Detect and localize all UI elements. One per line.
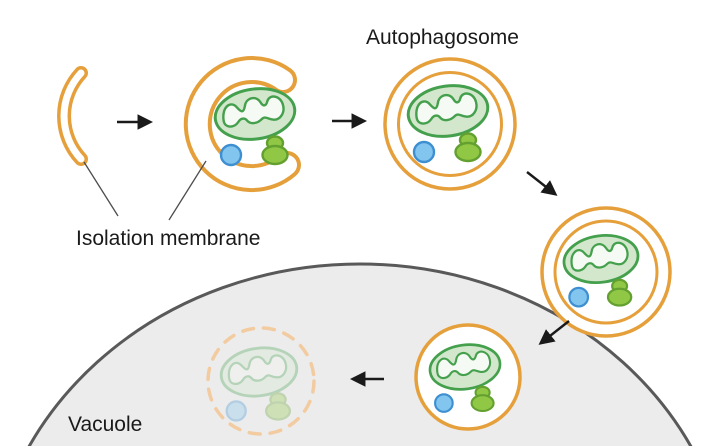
vacuole-body [27, 262, 693, 446]
step-arrow-3 [526, 171, 558, 196]
isolation-membrane-label: Isolation membrane [76, 227, 260, 250]
docking-inner-membrane [553, 219, 659, 325]
autophagosome-inner-membrane [397, 71, 503, 177]
autophagosome [383, 57, 517, 191]
leader-line-cup [168, 160, 207, 221]
vacuole-label: Vacuole [68, 413, 142, 436]
degrading-autophagic-body [206, 326, 316, 436]
autophagosome-label: Autophagosome [366, 26, 519, 49]
step-arrow-4 [538, 320, 570, 345]
isolation-membrane-crescent [57, 66, 88, 166]
leader-line-crescent [83, 161, 119, 217]
isolation-membrane-cup [183, 56, 301, 193]
degrading-membrane-dashed [206, 326, 316, 436]
autophagosome-docking [540, 206, 672, 338]
autophagic-body [414, 323, 522, 431]
